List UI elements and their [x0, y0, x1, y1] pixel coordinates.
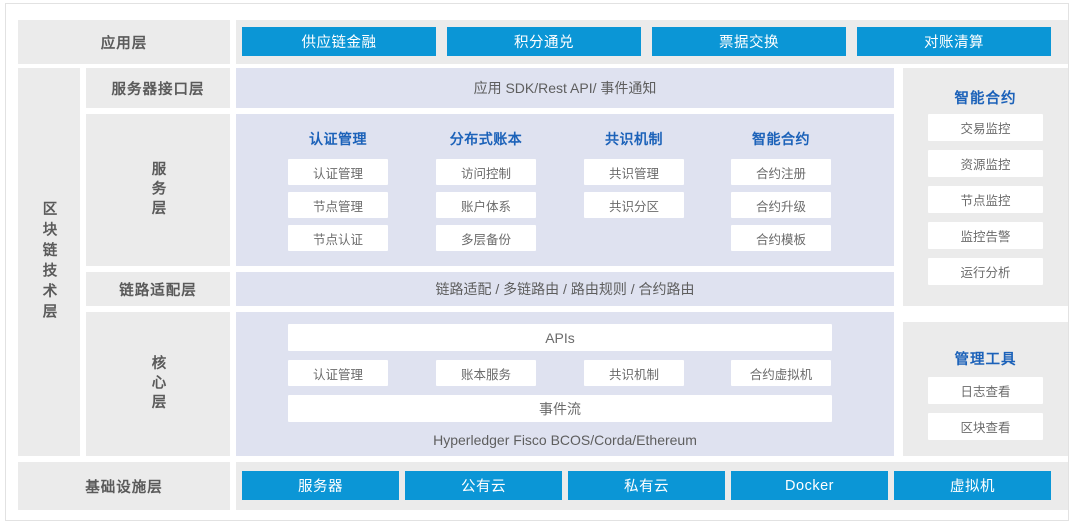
service-item-3-2[interactable]: 合约模板: [731, 225, 831, 251]
service-item-0-2[interactable]: 节点认证: [288, 225, 388, 251]
infra-button-1[interactable]: 公有云: [405, 471, 562, 500]
infra-button-2[interactable]: 私有云: [568, 471, 725, 500]
link-adaptation-band: 链路适配 / 多链路由 / 路由规则 / 合约路由: [236, 272, 894, 306]
app-button-3[interactable]: 对账清算: [857, 27, 1051, 56]
row-label-core: 核心层: [86, 312, 230, 456]
row-label-service: 服务层: [86, 114, 230, 266]
side-panel-0-item-4[interactable]: 运行分析: [928, 258, 1043, 285]
service-item-1-0[interactable]: 访问控制: [436, 159, 536, 185]
service-col-head-1: 分布式账本: [449, 131, 523, 147]
service-col-head-2: 共识机制: [605, 131, 663, 147]
side-panel-0-item-3[interactable]: 监控告警: [928, 222, 1043, 249]
core-service-3[interactable]: 合约虚拟机: [731, 360, 831, 386]
app-button-0[interactable]: 供应链金融: [242, 27, 436, 56]
service-item-2-0[interactable]: 共识管理: [584, 159, 684, 185]
app-button-1[interactable]: 积分通兑: [447, 27, 641, 56]
service-col-head-3: 智能合约: [752, 131, 810, 147]
core-apis-bar[interactable]: APIs: [288, 324, 832, 351]
app-button-2[interactable]: 票据交换: [652, 27, 846, 56]
side-panel-0-title: 智能合约: [954, 91, 1017, 107]
service-item-0-1[interactable]: 节点管理: [288, 192, 388, 218]
service-item-0-0[interactable]: 认证管理: [288, 159, 388, 185]
row-label-infrastructure: 基础设施层: [18, 462, 230, 510]
service-item-1-1[interactable]: 账户体系: [436, 192, 536, 218]
row-label-link-adaptation: 链路适配层: [86, 272, 230, 306]
service-item-2-1[interactable]: 共识分区: [584, 192, 684, 218]
core-service-2[interactable]: 共识机制: [584, 360, 684, 386]
infra-button-3[interactable]: Docker: [731, 471, 888, 500]
side-panel-1-title: 管理工具: [954, 352, 1017, 368]
row-label-server-interface: 服务器接口层: [86, 68, 230, 108]
service-col-head-0: 认证管理: [309, 131, 367, 147]
row-label-application: 应用层: [18, 20, 230, 64]
core-service-1[interactable]: 账本服务: [436, 360, 536, 386]
server-interface-band: 应用 SDK/Rest API/ 事件通知: [236, 68, 894, 108]
core-footer-text: Hyperledger Fisco BCOS/Corda/Ethereum: [433, 432, 697, 448]
core-event-bar[interactable]: 事件流: [288, 395, 832, 422]
side-panel-1-item-1[interactable]: 区块查看: [928, 413, 1043, 440]
service-item-3-1[interactable]: 合约升级: [731, 192, 831, 218]
side-panel-1-item-0[interactable]: 日志查看: [928, 377, 1043, 404]
service-item-1-2[interactable]: 多层备份: [436, 225, 536, 251]
core-service-0[interactable]: 认证管理: [288, 360, 388, 386]
infra-button-0[interactable]: 服务器: [242, 471, 399, 500]
service-item-3-0[interactable]: 合约注册: [731, 159, 831, 185]
infra-button-4[interactable]: 虚拟机: [894, 471, 1051, 500]
server-interface-band-text: 应用 SDK/Rest API/ 事件通知: [473, 80, 657, 96]
side-panel-0-item-1[interactable]: 资源监控: [928, 150, 1043, 177]
left-spine-blockchain-tech-layer: 区块链技术层: [18, 68, 80, 456]
side-panel-0-item-2[interactable]: 节点监控: [928, 186, 1043, 213]
link-adaptation-band-text: 链路适配 / 多链路由 / 路由规则 / 合约路由: [435, 281, 695, 297]
side-panel-0-item-0[interactable]: 交易监控: [928, 114, 1043, 141]
